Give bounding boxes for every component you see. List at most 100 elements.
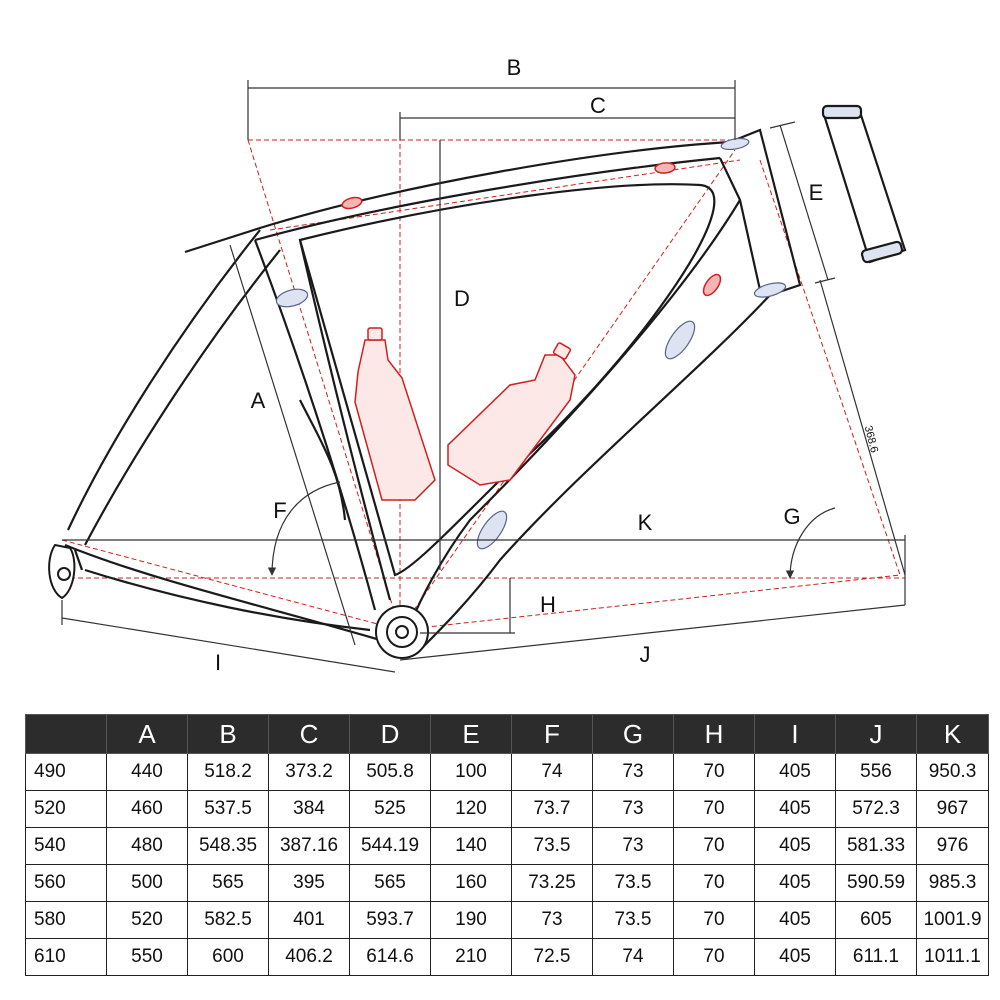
table-cell: 520: [106, 901, 188, 939]
column-header-H: H: [673, 714, 755, 754]
table-cell: 70: [673, 938, 755, 976]
table-cell: 160: [430, 864, 512, 902]
table-cell: 405: [754, 864, 836, 902]
bike-frame-outline: [64, 128, 802, 651]
table-cell: 401: [268, 901, 350, 939]
table-cell: 581.33: [835, 827, 917, 865]
table-cell: 384: [268, 790, 350, 828]
label-h: H: [540, 592, 556, 617]
fork: [821, 104, 907, 264]
table-cell: 582.5: [187, 901, 269, 939]
table-cell: 518.2: [187, 753, 269, 791]
table-cell: 73: [592, 790, 674, 828]
table-cell: 73: [511, 901, 593, 939]
table-cell: 70: [673, 864, 755, 902]
table-cell: 73: [592, 827, 674, 865]
table-cell: 565: [187, 864, 269, 902]
table-cell: 73.5: [511, 827, 593, 865]
angle-arcs: [267, 481, 836, 579]
label-d: D: [454, 286, 470, 311]
table-cell: 73.7: [511, 790, 593, 828]
column-header-C: C: [268, 714, 350, 754]
table-cell: 460: [106, 790, 188, 828]
table-cell: 70: [673, 790, 755, 828]
table-cell: 72.5: [511, 938, 593, 976]
table-cell: 550: [106, 938, 188, 976]
table-cell: 560: [25, 864, 107, 902]
cable-ports: [341, 162, 722, 297]
table-cell: 73.5: [592, 901, 674, 939]
table-cell: 140: [430, 827, 512, 865]
table-cell: 73.5: [592, 864, 674, 902]
table-cell: 74: [592, 938, 674, 976]
table-cell: 611.1: [835, 938, 917, 976]
column-header-D: D: [349, 714, 431, 754]
table-cell: 544.19: [349, 827, 431, 865]
label-g: G: [783, 504, 800, 529]
table-cell: 610: [25, 938, 107, 976]
table-cell: 1001.9: [916, 901, 989, 939]
table-cell: 605: [835, 901, 917, 939]
label-k: K: [638, 510, 653, 535]
frame-geometry-diagram: B C D E A F G K H I J 368.6: [48, 55, 907, 675]
table-cell: 976: [916, 827, 989, 865]
table-cell: 405: [754, 753, 836, 791]
table-cell: 548.35: [187, 827, 269, 865]
table-cell: 1011.1: [916, 938, 989, 976]
table-cell: 405: [754, 790, 836, 828]
table-cell: 580: [25, 901, 107, 939]
column-header-I: I: [754, 714, 836, 754]
table-cell: 120: [430, 790, 512, 828]
table-cell: 73.25: [511, 864, 593, 902]
column-header-B: B: [187, 714, 269, 754]
bottom-bracket: [375, 605, 429, 659]
table-cell: 74: [511, 753, 593, 791]
label-f: F: [273, 498, 286, 523]
table-cell: 73: [592, 753, 674, 791]
table-cell: 600: [187, 938, 269, 976]
table-cell: 480: [106, 827, 188, 865]
table-cell: 70: [673, 827, 755, 865]
table-cell: 537.5: [187, 790, 269, 828]
rear-dropout: [48, 543, 76, 600]
table-cell: 967: [916, 790, 989, 828]
table-cell: 572.3: [835, 790, 917, 828]
column-header-G: G: [592, 714, 674, 754]
table-cell: 565: [349, 864, 431, 902]
label-j: J: [640, 642, 651, 667]
label-e: E: [809, 180, 824, 205]
table-cell: 525: [349, 790, 431, 828]
table-cell: 614.6: [349, 938, 431, 976]
dimension-lines: [61, 80, 906, 673]
water-bottle-right: [447, 342, 576, 486]
table-cell: 405: [754, 901, 836, 939]
table-cell: 520: [25, 790, 107, 828]
table-cell: 70: [673, 753, 755, 791]
label-fork-length: 368.6: [862, 424, 880, 454]
water-bottle-left: [354, 327, 436, 501]
table-cell: 70: [673, 901, 755, 939]
label-i: I: [215, 650, 221, 675]
column-header-A: A: [106, 714, 188, 754]
table-cell: 500: [106, 864, 188, 902]
column-header-E: E: [430, 714, 512, 754]
cable-port-blue: [275, 137, 787, 550]
column-header-size: [25, 714, 107, 754]
table-cell: 190: [430, 901, 512, 939]
table-cell: 540: [25, 827, 107, 865]
table-cell: 387.16: [268, 827, 350, 865]
table-cell: 210: [430, 938, 512, 976]
table-cell: 590.59: [835, 864, 917, 902]
table-cell: 950.3: [916, 753, 989, 791]
label-b: B: [507, 55, 522, 80]
column-header-J: J: [835, 714, 917, 754]
table-cell: 490: [25, 753, 107, 791]
table-cell: 593.7: [349, 901, 431, 939]
table-cell: 556: [835, 753, 917, 791]
label-c: C: [590, 93, 606, 118]
